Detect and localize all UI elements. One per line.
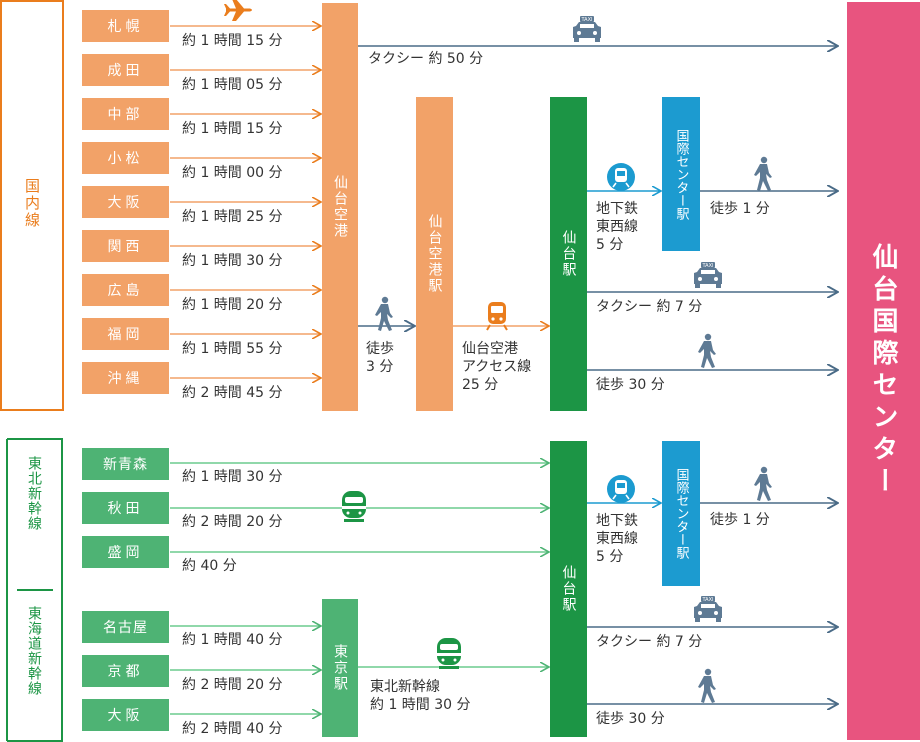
- walk-to-station-label: 徒歩 3 分: [366, 341, 394, 375]
- taxi-7min-label-shinkansen: タクシー 約 7 分: [596, 634, 703, 650]
- walking-person-icon: [375, 296, 393, 331]
- shinkansen-train-icon: [437, 638, 461, 669]
- sendai-station-box-domestic: 仙台駅: [550, 97, 587, 411]
- time-komatsu: 約 1 時間 00 分: [182, 165, 283, 181]
- walk-30min-label-shinkansen: 徒歩 30 分: [596, 711, 665, 727]
- time-osaka: 約 1 時間 25 分: [182, 209, 283, 225]
- city-box-okinawa: 沖縄: [82, 362, 169, 394]
- sendai-airport-box: 仙台空港: [322, 3, 358, 411]
- time-hiroshima: 約 1 時間 20 分: [182, 297, 283, 313]
- domestic-frame: [0, 0, 64, 411]
- time-morioka: 約 40 分: [182, 558, 237, 574]
- flight-arrows: [170, 26, 321, 378]
- time-chubu: 約 1 時間 15 分: [182, 121, 283, 137]
- city-box-komatsu: 小松: [82, 142, 169, 174]
- walk-1min-label-shinkansen: 徒歩 1 分: [710, 512, 770, 528]
- taxi-direct-label: タクシー 約 50 分: [368, 51, 484, 67]
- time-osaka-shin: 約 2 時間 40 分: [182, 721, 283, 737]
- walk-1min-label-domestic: 徒歩 1 分: [710, 201, 770, 217]
- taxi-icon: TAXI: [573, 16, 601, 42]
- city-box-osaka-shin: 大阪: [82, 699, 169, 731]
- sendai-station-box-shinkansen: 仙台駅: [550, 441, 587, 737]
- time-akita: 約 2 時間 20 分: [182, 514, 283, 530]
- walking-person-icon: [754, 466, 772, 501]
- subway-label-domestic: 地下鉄 東西線 5 分: [596, 201, 638, 253]
- intl-center-station-box-domestic: 国際センター駅: [662, 97, 700, 251]
- time-okinawa: 約 2 時間 45 分: [182, 385, 283, 401]
- airport-station-box: 仙台空港駅: [416, 97, 453, 411]
- tokyo-station-box: 東京駅: [322, 599, 358, 737]
- goal-box-sendai-international-center: 仙台国際センター: [847, 2, 920, 740]
- city-box-kyoto: 京都: [82, 655, 169, 687]
- city-box-nagoya: 名古屋: [82, 611, 169, 643]
- city-box-akita: 秋田: [82, 492, 169, 524]
- time-nagoya: 約 1 時間 40 分: [182, 632, 283, 648]
- city-box-morioka: 盛岡: [82, 536, 169, 568]
- access-line-label: 仙台空港 アクセス線 25 分: [462, 341, 532, 393]
- taxi-icon: TAXI: [694, 262, 722, 288]
- taxi-7min-label-domestic: タクシー 約 7 分: [596, 299, 703, 315]
- time-fukuoka: 約 1 時間 55 分: [182, 341, 283, 357]
- city-box-osaka: 大阪: [82, 186, 169, 218]
- taxi-sign-text: TAXI: [702, 597, 714, 603]
- city-box-kansai: 関西: [82, 230, 169, 262]
- city-box-chubu: 中部: [82, 98, 169, 130]
- subway-label-shinkansen: 地下鉄 東西線 5 分: [596, 513, 638, 565]
- airplane-icon: [224, 0, 252, 21]
- tohoku-line-label: 東北新幹線 約 1 時間 30 分: [370, 679, 471, 713]
- walking-person-icon: [698, 668, 716, 703]
- walking-person-icon: [754, 156, 772, 191]
- time-sapporo: 約 1 時間 15 分: [182, 33, 283, 49]
- domestic-title: 国内線: [23, 178, 41, 229]
- taxi-icon: TAXI: [694, 596, 722, 622]
- city-box-hiroshima: 広島: [82, 274, 169, 306]
- city-box-shin-aomori: 新青森: [82, 448, 169, 480]
- tohoku-shinkansen-title: 東北新幹線: [26, 456, 42, 531]
- city-box-sapporo: 札幌: [82, 10, 169, 42]
- walk-30min-label-domestic: 徒歩 30 分: [596, 377, 665, 393]
- subway-icon: [607, 163, 635, 191]
- access-train-icon: [486, 302, 508, 331]
- time-kansai: 約 1 時間 30 分: [182, 253, 283, 269]
- city-box-fukuoka: 福岡: [82, 318, 169, 350]
- tokaido-shinkansen-title: 東海道新幹線: [26, 606, 42, 696]
- time-narita: 約 1 時間 05 分: [182, 77, 283, 93]
- time-shin-aomori: 約 1 時間 30 分: [182, 469, 283, 485]
- intl-center-station-box-shinkansen: 国際センター駅: [662, 441, 700, 586]
- subway-icon: [607, 475, 635, 503]
- taxi-sign-text: TAXI: [581, 17, 593, 23]
- taxi-sign-text: TAXI: [702, 263, 714, 269]
- city-box-narita: 成田: [82, 54, 169, 86]
- shinkansen-train-icon: [342, 491, 366, 522]
- walking-person-icon: [698, 333, 716, 368]
- time-kyoto: 約 2 時間 20 分: [182, 677, 283, 693]
